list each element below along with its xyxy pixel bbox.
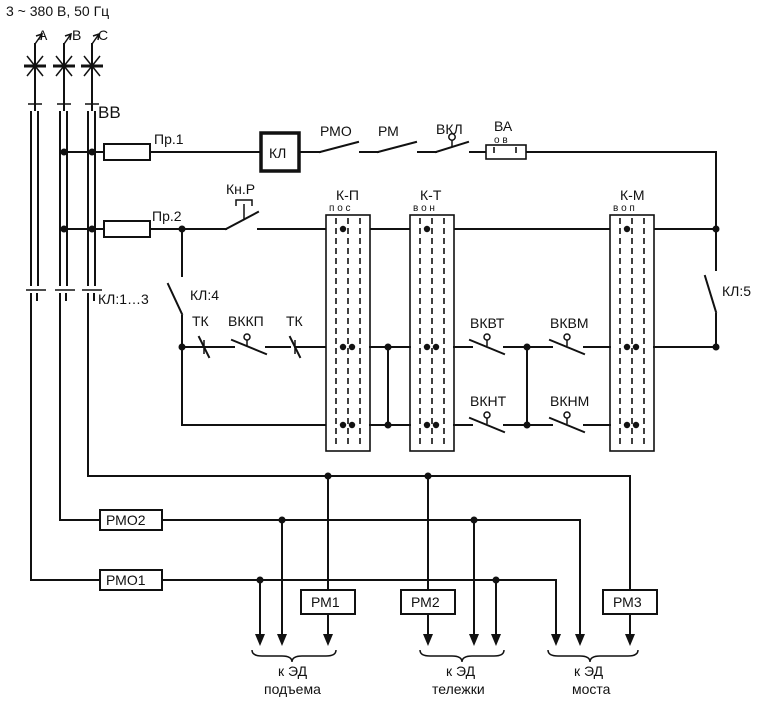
va-label: ВА [494,118,513,134]
output-trolley-line1: к ЭД [446,663,476,679]
kn-r-label: Кн.Р [226,181,255,197]
phase-b-label: B [72,27,81,43]
kl-1-3-contacts [26,289,102,581]
vv-label: ВВ [98,103,121,122]
vknm-label: ВКНМ [550,393,589,409]
pr2-label: Пр.2 [152,208,182,224]
tk-left-label: ТК [192,313,210,329]
rmo2-relay [99,509,163,531]
rm-contact [376,140,418,154]
output-trolley-line2: тележки [432,681,485,697]
rmo1-relay [99,569,163,591]
vkkp-switch [213,333,291,356]
kl-coil-label: КЛ [269,145,286,161]
motor-arrows [255,634,635,646]
control-line-1 [60,148,717,271]
fuse-pr2 [103,220,151,238]
rmo1-label: РМО1 [106,572,146,588]
kp-kt-links [369,343,411,429]
rm1-relay [300,589,356,615]
power-bus [30,472,631,635]
phase-a-label: A [38,27,48,43]
rmo-label: РМО [320,123,352,139]
k-m-label: К-М [620,187,644,203]
vkvm-label: ВКВМ [550,315,589,331]
tk-right-contact [288,335,327,359]
controller-k-m [609,214,655,452]
rmo-contact [318,140,360,154]
pr1-label: Пр.1 [154,131,184,147]
k-t-label: К-Т [420,187,442,203]
vknt-label: ВКНТ [470,393,507,409]
va-switch [485,144,527,160]
controller-k-t [409,214,455,452]
va-contacts [493,147,517,157]
kl-coil [259,131,301,173]
fuse-pr1 [103,143,151,161]
vkkp-label: ВККП [228,313,264,329]
output-bridge-line1: к ЭД [574,663,604,679]
phase-terminals [34,32,100,45]
motor-group-brackets [251,649,639,663]
phase-c-label: C [98,27,108,43]
va-positions: о в [494,135,508,146]
rm3-label: РМ3 [613,594,642,610]
controller-k-p [325,214,371,452]
tk-right-label: ТК [286,313,304,329]
kn-r-button [224,199,260,231]
kl-5-label: КЛ:5 [722,283,751,299]
k-t-positions: в о н [413,203,435,214]
k-m-positions: в о п [613,203,635,214]
vkl-switch [434,133,470,154]
main-breaker-contacts [24,43,103,101]
kl-5-branch [653,274,720,351]
rmo2-label: РМО2 [106,512,146,528]
rm2-label: РМ2 [411,594,440,610]
kl-4-label: КЛ:4 [190,287,219,303]
kl-4-branch [166,228,328,426]
tk-left-contact [193,335,215,359]
output-hoist-line2: подъема [264,681,321,697]
rm3-relay [602,589,658,615]
vkvt-label: ВКВТ [470,315,505,331]
travel-limit-switches [453,333,611,434]
rm2-relay [400,589,456,615]
kl-1-3-label: КЛ:1…3 [98,291,149,307]
vv-disconnector [28,99,99,286]
output-bridge-line2: моста [572,681,611,697]
k-p-positions: п о с [329,203,351,214]
rm1-label: РМ1 [311,594,340,610]
rm-label: РМ [378,123,399,139]
k-p-label: К-П [336,187,359,203]
supply-label: 3 ~ 380 В, 50 Гц [6,3,109,19]
output-hoist-line1: к ЭД [278,663,308,679]
vkl-label: ВКЛ [436,121,463,137]
